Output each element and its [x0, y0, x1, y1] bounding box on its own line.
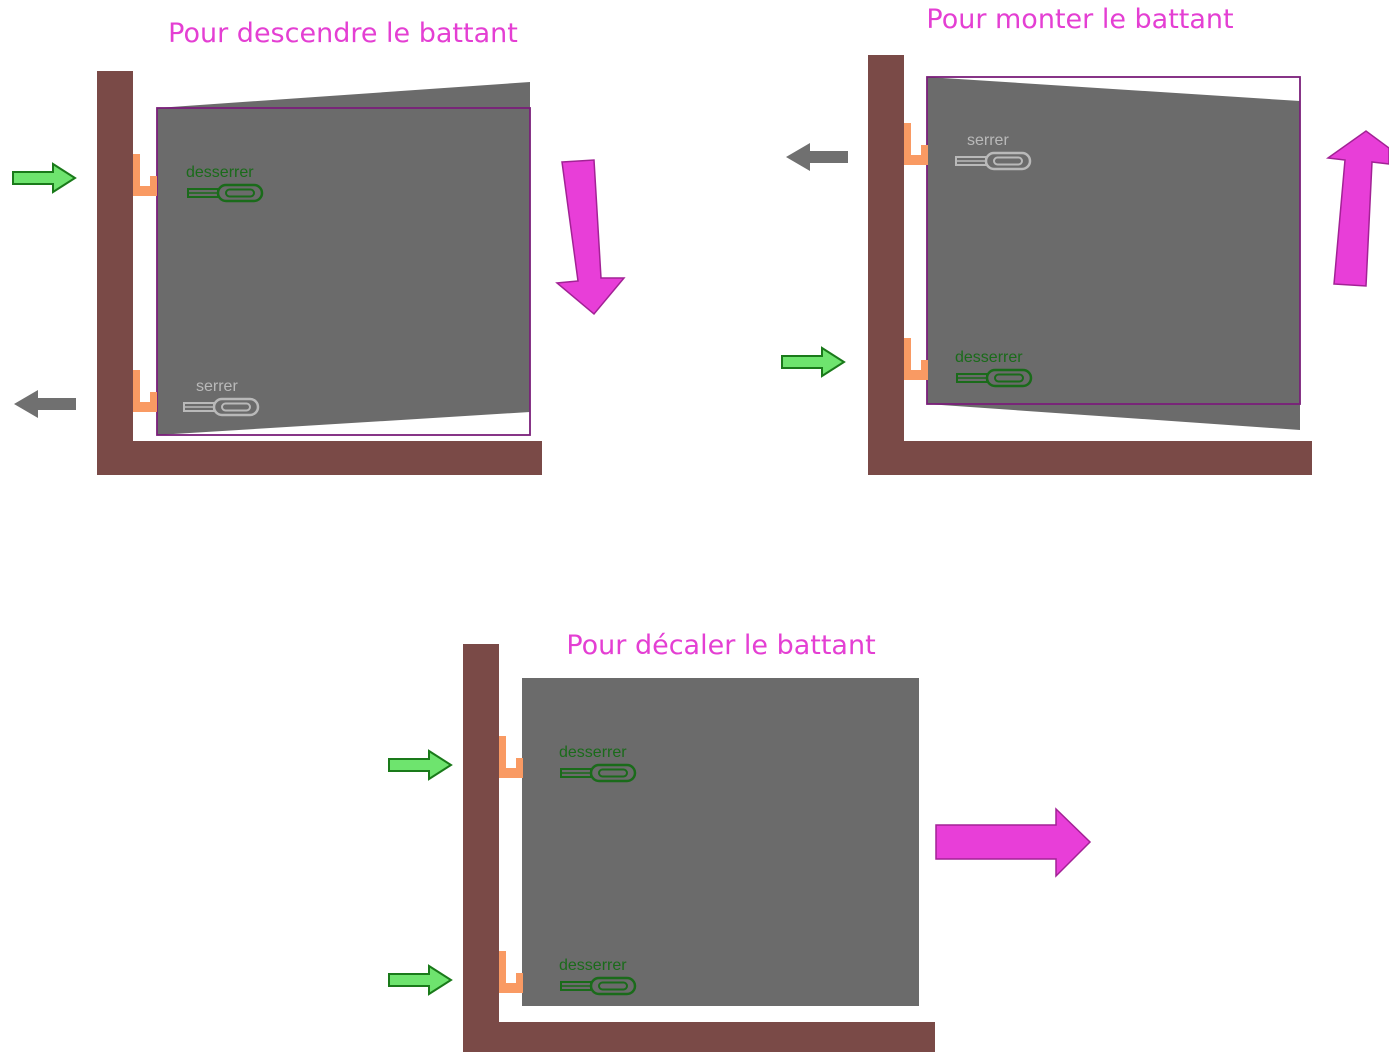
door-original-outline	[156, 107, 531, 436]
arrow-right-large-icon	[935, 807, 1092, 878]
hinge-icon	[904, 338, 928, 380]
panel-lower: Pour descendre le battant desserrer serr…	[12, 18, 626, 475]
hinge-icon	[499, 736, 523, 778]
hinge-icon	[499, 951, 523, 993]
label-top: desserrer	[559, 744, 627, 761]
title-shift: Pour décaler le battant	[566, 630, 875, 661]
label-bottom: desserrer	[559, 957, 627, 974]
arrow-left-icon	[14, 390, 76, 418]
panel-raise: Pour monter le battant serrer desserrer	[781, 4, 1389, 475]
panel-shift: Pour décaler le battant desserrer desser…	[388, 630, 1092, 1052]
hinge-icon	[133, 370, 157, 412]
label-top: desserrer	[186, 164, 254, 181]
arrow-right-icon	[781, 347, 845, 377]
door-panel	[522, 678, 919, 1006]
arrow-right-icon	[388, 750, 452, 780]
door-original-outline	[926, 76, 1301, 405]
door-panel	[927, 77, 1300, 430]
label-bottom: desserrer	[955, 349, 1023, 366]
arrow-up-icon	[1325, 130, 1389, 287]
title-raise: Pour monter le battant	[926, 4, 1233, 35]
arrow-down-icon	[555, 159, 626, 316]
arrow-left-icon	[786, 143, 848, 171]
door-panel	[157, 82, 530, 435]
title-lower: Pour descendre le battant	[168, 18, 518, 49]
label-bottom: serrer	[196, 378, 238, 395]
hinge-icon	[904, 123, 928, 165]
label-top: serrer	[967, 132, 1009, 149]
hinge-icon	[133, 154, 157, 196]
arrow-right-icon	[388, 965, 452, 995]
arrow-right-icon	[12, 163, 76, 193]
